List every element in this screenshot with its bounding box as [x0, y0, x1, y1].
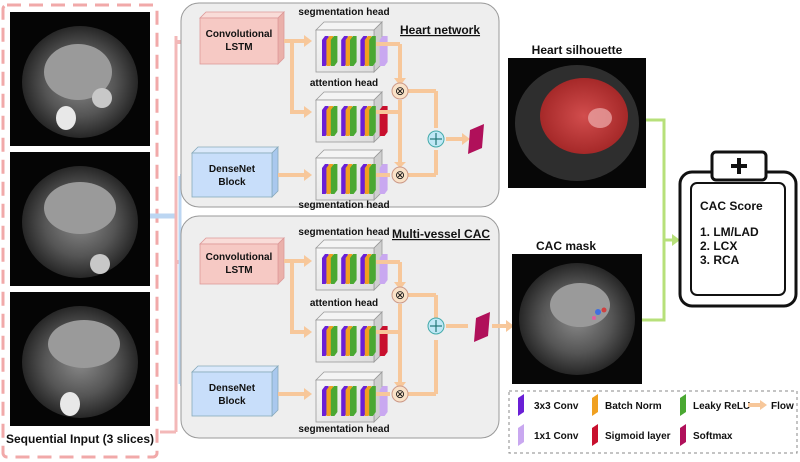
legend-swatch-sigmoid — [592, 424, 598, 446]
heart-seg-head-bottom-label: segmentation head — [298, 200, 389, 211]
layer-conv1x1 — [379, 36, 388, 66]
heart-seg-head-top-label: segmentation head — [298, 7, 389, 18]
cac-score-item-2: 2. LCX — [700, 239, 737, 253]
heart-attention-head-label: attention head — [310, 78, 378, 89]
legend-label-batch-norm: Batch Norm — [605, 401, 662, 412]
cac-score-item-1: 1. LM/LAD — [700, 225, 759, 239]
layer-leaky-relu — [369, 164, 376, 194]
cac-attention-head-label: attention head — [310, 298, 378, 309]
layer-leaky-relu — [369, 386, 376, 416]
layer-leaky-relu — [350, 254, 357, 284]
layer-leaky-relu — [330, 254, 338, 284]
layer-leaky-relu — [350, 164, 357, 194]
legend-swatch-softmax — [680, 424, 686, 446]
svg-text:⊗: ⊗ — [395, 288, 405, 302]
cac-softmax — [474, 312, 490, 342]
cac-densenet-line1: DenseNet — [209, 383, 256, 394]
sequential-input-panel: Sequential Input (3 slices) — [1, 3, 159, 459]
layer-conv1x1 — [379, 386, 388, 416]
cac-score-title: CAC Score — [700, 199, 763, 213]
legend-swatch-1x1-conv — [518, 424, 524, 446]
heart-seg-head-top — [315, 21, 388, 73]
cac-seg-head-bottom — [315, 371, 388, 423]
layer-leaky-relu — [330, 164, 338, 194]
legend-label-1x1-conv: 1x1 Conv — [534, 431, 579, 442]
cac-densenet-line2: Block — [218, 396, 246, 407]
heart-multiply-bottom: ⊗ — [391, 166, 409, 184]
legend: 3x3 Conv Batch Norm Leaky ReLU Flow 1x1 … — [508, 390, 798, 454]
layer-leaky-relu — [330, 106, 338, 136]
cac-attention-head — [315, 311, 388, 363]
layer-leaky-relu — [369, 326, 376, 356]
legend-label-3x3-conv: 3x3 Conv — [534, 401, 579, 412]
legend-label-flow: Flow — [771, 401, 794, 412]
legend-swatch-3x3-conv — [518, 394, 524, 416]
heart-flow-arrows — [278, 39, 464, 177]
svg-text:⊗: ⊗ — [395, 387, 405, 401]
legend-label-leaky-relu: Leaky ReLU — [693, 401, 750, 412]
cac-mask-label: CAC mask — [536, 239, 596, 253]
heart-conv-lstm-block: Convolutional LSTM — [199, 11, 285, 65]
cac-multiply-bottom: ⊗ — [391, 385, 409, 403]
layer-conv1x1 — [379, 164, 388, 194]
layer-leaky-relu — [350, 386, 357, 416]
output-connectors — [642, 118, 676, 322]
legend-label-sigmoid: Sigmoid layer — [605, 431, 671, 442]
layer-leaky-relu — [369, 254, 376, 284]
legend-swatch-batch-norm — [592, 394, 598, 416]
heart-add-node — [427, 130, 445, 148]
heart-attention-head — [315, 91, 388, 143]
legend-swatch-flow — [748, 400, 767, 410]
multi-vessel-title: Multi-vessel CAC — [392, 227, 490, 241]
cac-add-node — [427, 317, 445, 335]
heart-silhouette-output: Heart silhouette — [508, 43, 646, 188]
cac-score-item-3: 3. RCA — [700, 253, 740, 267]
heart-conv-lstm-line2: LSTM — [225, 42, 252, 53]
input-caption: Sequential Input (3 slices) — [6, 432, 154, 446]
cac-densenet-block: DenseNet Block — [191, 365, 279, 417]
legend-swatch-leaky-relu — [680, 394, 686, 416]
heart-conv-lstm-line1: Convolutional — [206, 29, 273, 40]
cac-conv-lstm-line2: LSTM — [225, 265, 252, 276]
layer-leaky-relu — [350, 36, 357, 66]
legend-label-softmax: Softmax — [693, 431, 733, 442]
cac-seg-head-bottom-label: segmentation head — [298, 424, 389, 435]
layer-conv1x1 — [379, 254, 388, 284]
heart-softmax — [468, 124, 484, 154]
cac-multiply-top: ⊗ — [391, 286, 409, 304]
ct-slice-3 — [10, 292, 150, 426]
ct-slice-1 — [10, 12, 150, 146]
layer-leaky-relu — [350, 326, 357, 356]
layer-leaky-relu — [369, 106, 376, 136]
multi-vessel-panel: Multi-vessel CAC Convolutional LSTM Dens… — [180, 215, 514, 439]
layer-leaky-relu — [369, 36, 376, 66]
cac-mask-output: CAC mask — [512, 239, 642, 384]
heart-network-title: Heart network — [400, 23, 480, 37]
output-arrowhead — [672, 234, 680, 246]
heart-multiply-top: ⊗ — [391, 82, 409, 100]
plus-icon — [731, 158, 747, 174]
layer-leaky-relu — [330, 36, 338, 66]
ct-slice-2 — [10, 152, 150, 286]
layer-leaky-relu — [330, 386, 338, 416]
layer-leaky-relu — [330, 326, 338, 356]
layer-leaky-relu — [350, 106, 357, 136]
cac-seg-head-top-label: segmentation head — [298, 227, 389, 238]
svg-text:⊗: ⊗ — [395, 84, 405, 98]
heart-mask-overlay — [540, 78, 628, 154]
heart-network-panel: Heart network Convolutional LSTM DenseNe… — [180, 2, 500, 211]
heart-densenet-block: DenseNet Block — [191, 146, 279, 198]
cac-conv-lstm-line1: Convolutional — [206, 252, 273, 263]
cac-seg-head-top — [315, 239, 388, 291]
heart-densenet-line2: Block — [218, 177, 246, 188]
svg-text:⊗: ⊗ — [395, 168, 405, 182]
heart-flow-arrowheads — [304, 35, 470, 181]
cac-flow-arrows — [278, 259, 508, 396]
heart-silhouette-label: Heart silhouette — [532, 43, 623, 57]
cac-conv-lstm-block: Convolutional LSTM — [199, 237, 285, 285]
heart-densenet-line1: DenseNet — [209, 164, 256, 175]
cac-score-clipboard: CAC Score 1. LM/LAD 2. LCX 3. RCA — [678, 150, 798, 308]
